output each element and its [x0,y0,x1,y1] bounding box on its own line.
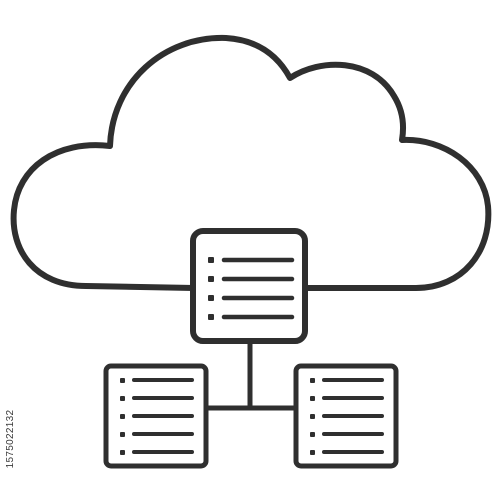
stock-image-id: 1575022132 [4,409,16,469]
cloud-outline-icon [10,34,492,291]
left-server-icon [103,363,209,469]
network-connector [203,337,299,411]
main-server-icon [190,228,308,344]
right-server-icon [293,363,399,469]
